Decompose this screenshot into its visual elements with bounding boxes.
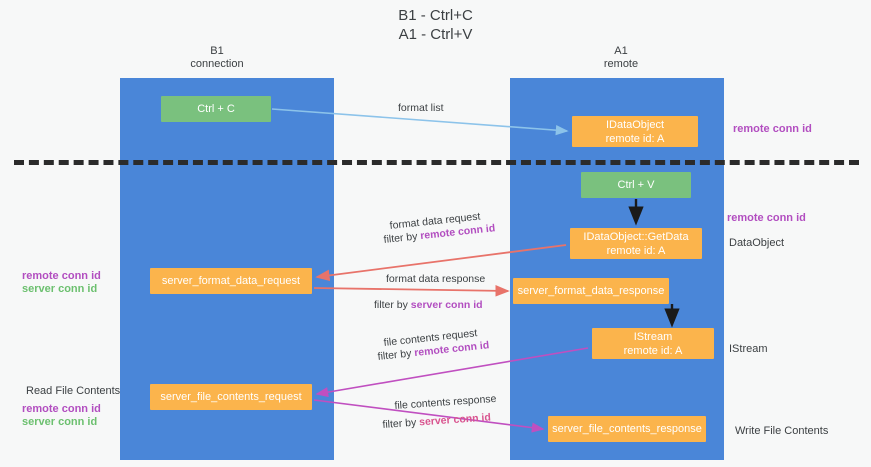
node-server-format-data-request-label: server_format_data_request bbox=[161, 275, 301, 287]
caption-dataobject: DataObject bbox=[729, 237, 785, 249]
caption-read-file-contents: Read File Contents bbox=[26, 385, 121, 397]
edge-format-data-response bbox=[313, 285, 510, 297]
node-server-file-contents-request[interactable]: server_file_contents_request bbox=[150, 384, 312, 410]
caption-write-file-contents: Write File Contents bbox=[735, 425, 829, 437]
filter-prefix: filter by bbox=[383, 230, 421, 246]
edge-label-file-contents-response-filter: filter by server conn id bbox=[382, 410, 491, 432]
node-ctrl-v-label: Ctrl + V bbox=[617, 179, 655, 191]
caption-left-remote-conn-id-2: remote conn id bbox=[22, 403, 101, 415]
filter-prefix: filter by bbox=[382, 416, 420, 431]
node-server-format-data-request[interactable]: server_format_data_request bbox=[150, 268, 312, 294]
node-istream-line2: remote id: A bbox=[623, 344, 683, 357]
node-ctrl-c-label: Ctrl + C bbox=[197, 103, 235, 115]
filter-prefix: filter by bbox=[374, 299, 411, 311]
caption-left-server-conn-id-1: server conn id bbox=[22, 283, 98, 295]
node-server-file-contents-request-label: server_file_contents_request bbox=[160, 391, 302, 403]
node-server-file-contents-response-label: server_file_contents_response bbox=[552, 423, 702, 435]
node-ctrl-v[interactable]: Ctrl + V bbox=[581, 172, 691, 198]
filter-key-server-conn-id: server conn id bbox=[410, 299, 483, 311]
node-server-format-data-response-label: server_format_data_response bbox=[517, 285, 665, 297]
node-idataobject-line1: IDataObject bbox=[605, 118, 665, 131]
node-server-format-data-response[interactable]: server_format_data_response bbox=[513, 278, 669, 304]
node-getdata-line2: remote id: A bbox=[606, 244, 666, 257]
section-divider bbox=[14, 160, 859, 165]
edge-label-format-list: format list bbox=[398, 102, 444, 114]
column-header-b1: B1 connection bbox=[190, 45, 244, 70]
node-server-file-contents-response[interactable]: server_file_contents_response bbox=[548, 416, 706, 442]
node-idataobject[interactable]: IDataObject remote id: A bbox=[572, 116, 698, 147]
edge-label-file-contents-response: file contents response bbox=[394, 392, 497, 412]
node-getdata-line1: IDataObject::GetData bbox=[583, 230, 689, 243]
node-istream[interactable]: IStream remote id: A bbox=[592, 328, 714, 359]
node-idataobject-getdata[interactable]: IDataObject::GetData remote id: A bbox=[570, 228, 702, 259]
filter-prefix: filter by bbox=[377, 347, 415, 363]
node-istream-line1: IStream bbox=[633, 330, 673, 343]
edge-label-format-data-response: format data response bbox=[386, 273, 486, 285]
column-header-a1: A1 remote bbox=[603, 45, 639, 70]
caption-left-server-conn-id-2: server conn id bbox=[22, 416, 98, 428]
caption-istream: IStream bbox=[729, 343, 768, 355]
node-idataobject-line2: remote id: A bbox=[605, 132, 665, 145]
filter-key-server-conn-id: server conn id bbox=[418, 411, 492, 429]
page-title: B1 - Ctrl+C A1 - Ctrl+V bbox=[398, 7, 473, 43]
caption-left-remote-conn-id-1: remote conn id bbox=[22, 270, 101, 282]
node-ctrl-c[interactable]: Ctrl + C bbox=[161, 96, 271, 122]
caption-remote-conn-id-top: remote conn id bbox=[733, 123, 812, 135]
edge-label-format-data-response-filter: filter by server conn id bbox=[374, 298, 483, 312]
caption-remote-conn-id-mid: remote conn id bbox=[727, 212, 806, 224]
